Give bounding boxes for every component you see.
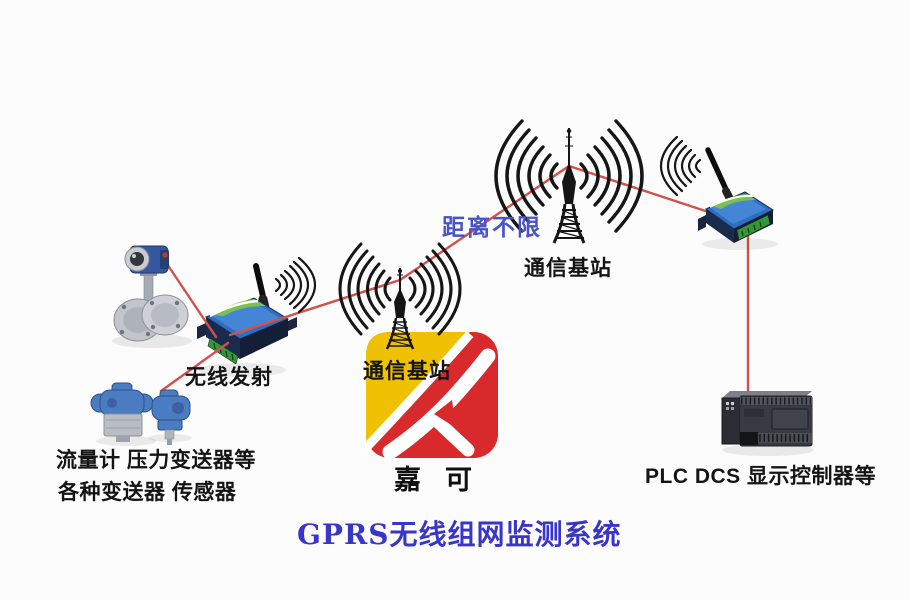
plc-device-image (721, 391, 814, 456)
wireless-transmitter-device (197, 263, 297, 377)
page-title: GPRS无线组网监测系统 (297, 518, 622, 551)
distance-note-label: 距离不限 (442, 214, 542, 240)
signal-waves-icon (579, 119, 644, 233)
signal-waves-icon (660, 135, 702, 197)
pressure-transmitter-image (90, 382, 156, 446)
signal-waves-icon (274, 256, 316, 314)
wireless-receiver-device (698, 147, 778, 250)
connection-line (159, 341, 230, 393)
signal-waves-icon (338, 242, 392, 336)
base-station-right-label: 通信基站 (524, 257, 612, 280)
signal-waves-icon (494, 119, 559, 233)
sensors-label-line1: 流量计 压力变送器等 (56, 449, 256, 472)
sensors-label-line2: 各种变送器 传感器 (58, 481, 237, 504)
signal-waves-icon (408, 242, 462, 336)
vortex-flowmeter-image (112, 245, 192, 348)
device-shadow (198, 363, 286, 377)
brand-name: 嘉可 (394, 465, 496, 495)
connection-line (228, 278, 402, 337)
connection-line (161, 256, 218, 339)
jiake-logo (362, 331, 498, 460)
radio-tower-icon (385, 268, 415, 350)
plc-label: PLC DCS 显示控制器等 (645, 465, 877, 488)
pressure-transmitter-image (148, 389, 192, 445)
wireless-transmitter-label: 无线发射 (185, 366, 273, 389)
radio-tower-icon (552, 128, 586, 244)
base-station-center-label: 通信基站 (363, 360, 451, 383)
